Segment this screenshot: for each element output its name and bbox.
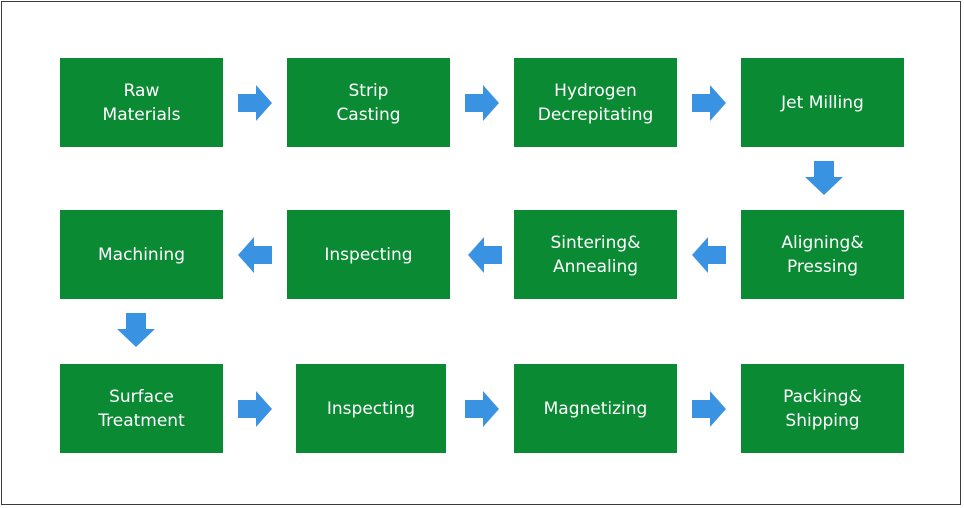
step-label: Jet Milling — [781, 92, 864, 113]
arrow-left-icon — [468, 237, 502, 273]
arrow-left-icon — [238, 237, 272, 273]
arrow-down-icon — [805, 161, 843, 195]
step-strip-casting: Strip Casting — [287, 58, 450, 147]
step-label: Aligning& Pressing — [781, 232, 864, 277]
step-label: Inspecting — [326, 398, 416, 419]
step-aligning-pressing: Aligning& Pressing — [741, 210, 904, 299]
step-hydrogen-decrepitating: Hydrogen Decrepitating — [514, 58, 677, 147]
step-label: Hydrogen Decrepitating — [537, 80, 654, 125]
step-label: Packing& Shipping — [783, 386, 862, 431]
arrow-right-icon — [692, 391, 726, 427]
step-surface-treatment: Surface Treatment — [60, 364, 223, 453]
arrow-right-icon — [465, 85, 499, 121]
step-sintering-annealing: Sintering& Annealing — [514, 210, 677, 299]
step-magnetizing: Magnetizing — [514, 364, 677, 453]
step-inspecting-2: Inspecting — [296, 364, 446, 453]
arrow-right-icon — [238, 85, 272, 121]
step-label: Magnetizing — [543, 398, 648, 419]
arrow-left-icon — [692, 237, 726, 273]
step-label: Machining — [98, 244, 185, 265]
step-label: Sintering& Annealing — [550, 232, 641, 277]
step-label: Raw Materials — [102, 80, 181, 125]
step-inspecting-1: Inspecting — [287, 210, 450, 299]
arrow-right-icon — [238, 391, 272, 427]
step-machining: Machining — [60, 210, 223, 299]
step-raw-materials: Raw Materials — [60, 58, 223, 147]
step-label: Inspecting — [324, 244, 413, 265]
step-jet-milling: Jet Milling — [741, 58, 904, 147]
arrow-right-icon — [465, 391, 499, 427]
step-packing-shipping: Packing& Shipping — [741, 364, 904, 453]
arrow-right-icon — [692, 85, 726, 121]
step-label: Surface Treatment — [98, 386, 185, 431]
step-label: Strip Casting — [336, 80, 401, 125]
arrow-down-icon — [117, 313, 155, 347]
